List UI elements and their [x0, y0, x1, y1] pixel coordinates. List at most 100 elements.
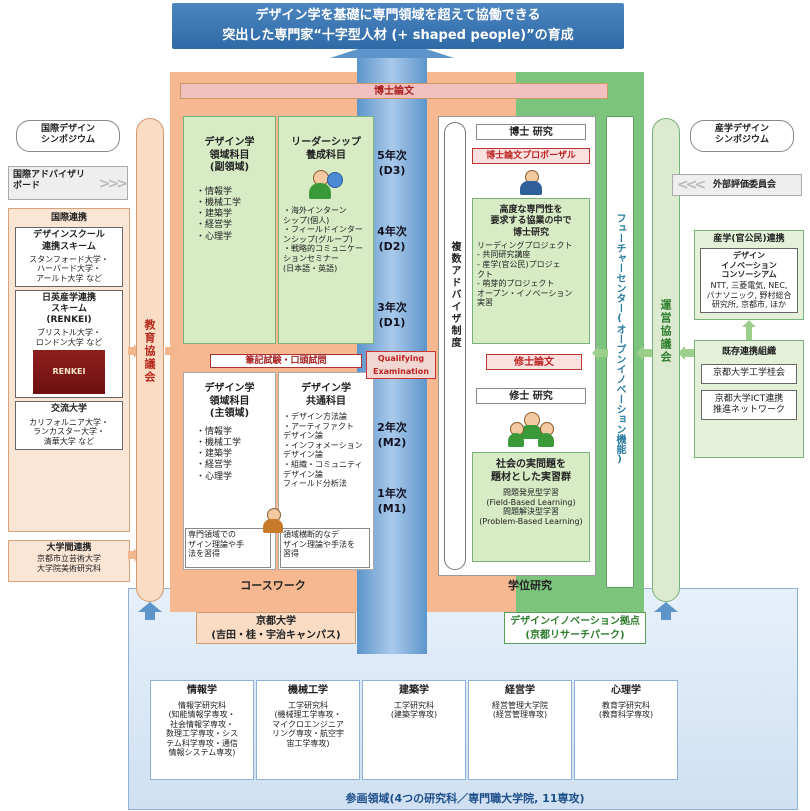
inter-univ-members: 京都市立芸術大学 大学院美術研究科	[37, 554, 101, 573]
master-desc-title: 社会の実問題を 題材とした実習群	[491, 459, 571, 483]
list-item: 問題発見型学習	[503, 488, 559, 497]
list-item: ・デザイン方法論	[283, 412, 347, 421]
cross-note: 領域横断的なデ ザイン理論や手法を 習得	[280, 528, 370, 568]
phd-research-label: 博士 研究	[476, 124, 586, 140]
year-label: 3年次(D1)	[362, 300, 422, 330]
list-item: ・建築学	[196, 209, 233, 219]
management-council: 運営協議会	[652, 118, 680, 602]
coursework-label: コースワーク	[240, 579, 306, 592]
field-box: 経営学経営管理大学院 (経営管理専攻)	[468, 680, 572, 780]
year-label: 5年次(D3)	[362, 148, 422, 178]
qualifying-exam-badge: Qualifying Examination	[366, 351, 436, 379]
external-eval-label: 外部評価委員会	[713, 180, 777, 190]
consortium-title: 産学(官公民)連携	[713, 234, 785, 244]
list-item: ・情報学	[196, 426, 233, 437]
future-center-label: フューチャーセンター(オープンイノベーション機能)	[614, 213, 625, 465]
exchange-members: カリフォルニア大学・ ランカスター大学・ 清華大学 など	[29, 417, 109, 446]
year-label: 4年次(D2)	[362, 224, 422, 254]
year-name: 2年次	[377, 421, 407, 434]
multi-advisor-label: 複数アドバイザ制度	[449, 241, 460, 349]
design-innovation-hub: デザインイノベーション拠点 (京都リサーチパーク)	[504, 612, 646, 644]
arrow-left-icon	[592, 346, 608, 360]
list-item: 問題解決型学習	[503, 507, 559, 517]
field-body: 工学研究科 (機械理工学専攻・ マイクロエンジニア リング専攻・航空宇 宙工学専…	[272, 700, 344, 748]
common-list: ・デザイン方法論・アーティファクト デザイン論・インフォメーション デザイン論・…	[283, 412, 373, 489]
design-sub-box: デザイン学 領域科目 (副領域) ・情報学・機械工学・建築学・経営学・心理学	[183, 116, 276, 344]
list-item: (Problem-Based Learning)	[479, 516, 583, 526]
consortium-name: デザイン イノベーション コンソーシアム	[721, 251, 777, 280]
common-title: デザイン学 共通科目	[301, 383, 351, 407]
design-sub-list: ・情報学・機械工学・建築学・経営学・心理学	[196, 187, 275, 243]
intl-design-symposium: 国際デザイン シンポジウム	[16, 120, 120, 152]
design-school-title: デザインスクール 連携スキーム	[33, 230, 105, 252]
arrow-left-icon	[678, 346, 694, 360]
list-item: ・アーティファクト デザイン論	[283, 421, 355, 441]
arrow-up-icon	[138, 602, 162, 620]
industry-design-symposium: 産学デザイン シンポジウム	[690, 120, 794, 152]
leader-list: ・海外インターン シップ(個人)・フィールドインター ンシップ(グループ)・戦略…	[283, 206, 373, 273]
intl-advisory-board-label: 国際アドバイザリ ボード	[13, 170, 86, 192]
phd-desc-title: 高度な専門性を 要求する協業の中で 博士研究	[490, 205, 572, 238]
year-code: (D3)	[378, 164, 406, 177]
phd-desc-box: 高度な専門性を 要求する協業の中で 博士研究 リーディングプロジェクト- 共同研…	[472, 198, 590, 344]
field-body: 情報学研究科 (知能情報学専攻・ 社会情報学専攻・ 数理工学専攻・シス テム科学…	[166, 700, 238, 758]
year-code: (M1)	[377, 502, 407, 515]
list-item: ・情報学	[196, 186, 233, 197]
arrow-up-icon	[742, 320, 756, 340]
list-item: ・戦略的コミュニケー ションセミナー (日本語・英語)	[283, 244, 363, 273]
multi-advisor: 複数アドバイザ制度	[444, 122, 466, 570]
kyoto-univ-campus: 京都大学 (吉田・桂・宇治キャンパス)	[196, 612, 356, 644]
existing-org-title: 既存連携組織	[721, 347, 776, 357]
master-research-label: 修士 研究	[476, 388, 586, 404]
field-box: 建築学工学研究科 (建築学専攻)	[362, 680, 466, 780]
future-center: フューチャーセンター(オープンイノベーション機能)	[606, 116, 634, 588]
list-item: - 萌芽的プロジェクト	[477, 279, 555, 289]
list-item: (Field-Based Learning)	[486, 497, 576, 507]
design-main-title: デザイン学 領域科目 (主領域)	[204, 383, 255, 419]
arrow-left-icon	[636, 346, 652, 360]
year-name: 1年次	[377, 487, 407, 500]
list-item: ・機械工学	[196, 197, 242, 208]
japan-uk-members: ブリストル大学・ ロンドン大学 など	[35, 328, 103, 347]
list-item: ・海外インターン シップ(個人)	[283, 206, 347, 225]
chevron-left-icon: <<<	[677, 177, 706, 193]
exam-bar: 筆記試験・口頭試問	[210, 354, 362, 368]
list-item: ・組織・コミュニティ デザイン論	[283, 459, 363, 479]
master-list: 問題発見型学習(Field-Based Learning)問題解決型学習(Pro…	[473, 488, 589, 526]
management-council-label: 運営協議会	[659, 299, 672, 364]
field-box: 心理学教育学研究科 (教育科学専攻)	[574, 680, 678, 780]
field-body: 経営管理大学院 (経営管理専攻)	[492, 700, 548, 720]
list-item: フィールド分析法	[283, 479, 347, 489]
list-item: - 産学(官公民)プロジェ クト	[477, 259, 561, 279]
degree-label: 学位研究	[508, 579, 552, 592]
top-banner: デザイン学を基礎に専門領域を超えて協働できる 突出した専門家“十字型人材 (+ …	[172, 3, 624, 49]
researcher-icon	[519, 170, 543, 196]
list-item: ・経営学	[196, 220, 233, 231]
arrow-up-icon	[654, 602, 678, 620]
masters-thesis-bar: 修士論文	[486, 354, 582, 370]
year-label: 1年次 (M1)	[362, 486, 422, 516]
year-code: (D2)	[378, 240, 406, 253]
arrow-right-icon	[165, 344, 181, 358]
group-people-icon	[508, 412, 554, 448]
top-banner-line2: 突出した専門家“十字型人材 (+ shaped people)”の育成	[222, 28, 574, 43]
globe-person-icon	[309, 170, 343, 200]
teacher-icon	[262, 508, 284, 534]
leader-title: リーダーシップ 養成科目	[291, 137, 361, 161]
list-item: ・経営学	[196, 460, 233, 471]
intl-collab-panel: 国際連携 デザインスクール 連携スキーム スタンフォード大学・ ハーバード大学・…	[8, 208, 130, 532]
consortium-members: NTT, 三菱電気, NEC, パナソニック, 野村総合 研究所, 京都市, ほ…	[706, 281, 792, 310]
consortium-panel: 産学(官公民)連携 デザイン イノベーション コンソーシアム NTT, 三菱電気…	[694, 230, 804, 320]
field-box: 情報学情報学研究科 (知能情報学専攻・ 社会情報学専攻・ 数理工学専攻・シス テ…	[150, 680, 254, 780]
existing-org-2: 京都大学ICT連携 推進ネットワーク	[701, 389, 797, 420]
field-title: 機械工学	[288, 685, 328, 696]
existing-org-panel: 既存連携組織 京都大学工学桂会 京都大学ICT連携 推進ネットワーク	[694, 340, 804, 458]
intl-collab-title: 国際連携	[50, 213, 87, 223]
existing-org-1: 京都大学工学桂会	[701, 364, 797, 384]
chevron-right-icon: >>>	[98, 176, 128, 192]
year-name: 3年次	[377, 301, 407, 314]
japan-uk-box: 日英産学連携 スキーム (RENKEI) ブリストル大学・ ロンドン大学 など …	[15, 289, 123, 399]
design-school-box: デザインスクール 連携スキーム スタンフォード大学・ ハーバード大学・ アールト…	[15, 227, 123, 287]
master-desc-box: 社会の実問題を 題材とした実習群 問題発見型学習(Field-Based Lea…	[472, 452, 590, 562]
doctoral-thesis-bar: 博士論文	[180, 83, 608, 99]
